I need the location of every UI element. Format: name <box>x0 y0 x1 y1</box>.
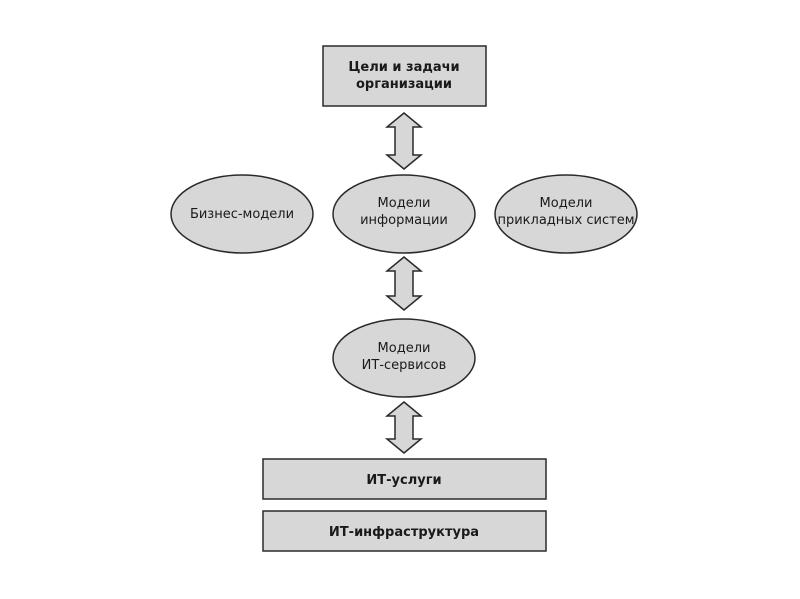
it-service-models-ellipse: Модели ИТ-сервисов <box>332 318 476 398</box>
it-services-box: ИТ-услуги <box>262 458 547 500</box>
application-models-line1: Модели <box>540 196 593 211</box>
it-infrastructure-box: ИТ-инфраструктура <box>262 510 547 552</box>
application-models-line2: прикладных систем <box>497 213 634 228</box>
it-infrastructure-label: ИТ-инфраструктура <box>329 525 479 540</box>
goals-box-line2: организации <box>356 77 452 92</box>
information-models-ellipse: Модели информации <box>332 174 476 254</box>
information-models-line1: Модели <box>378 196 431 211</box>
it-service-models-line2: ИТ-сервисов <box>362 358 447 373</box>
goals-box: Цели и задачи организации <box>322 45 487 107</box>
double-arrow-information-it-services <box>384 256 424 311</box>
information-models-line2: информации <box>360 213 448 228</box>
business-models-label: Бизнес-модели <box>190 207 294 222</box>
it-services-label: ИТ-услуги <box>366 473 441 488</box>
double-arrow-it-service-models-it-services <box>384 401 424 454</box>
it-service-models-line1: Модели <box>378 341 431 356</box>
goals-box-line1: Цели и задачи <box>348 60 459 75</box>
application-models-ellipse: Модели прикладных систем <box>494 174 638 254</box>
double-arrow-goals-information <box>384 112 424 170</box>
business-models-ellipse: Бизнес-модели <box>170 174 314 254</box>
